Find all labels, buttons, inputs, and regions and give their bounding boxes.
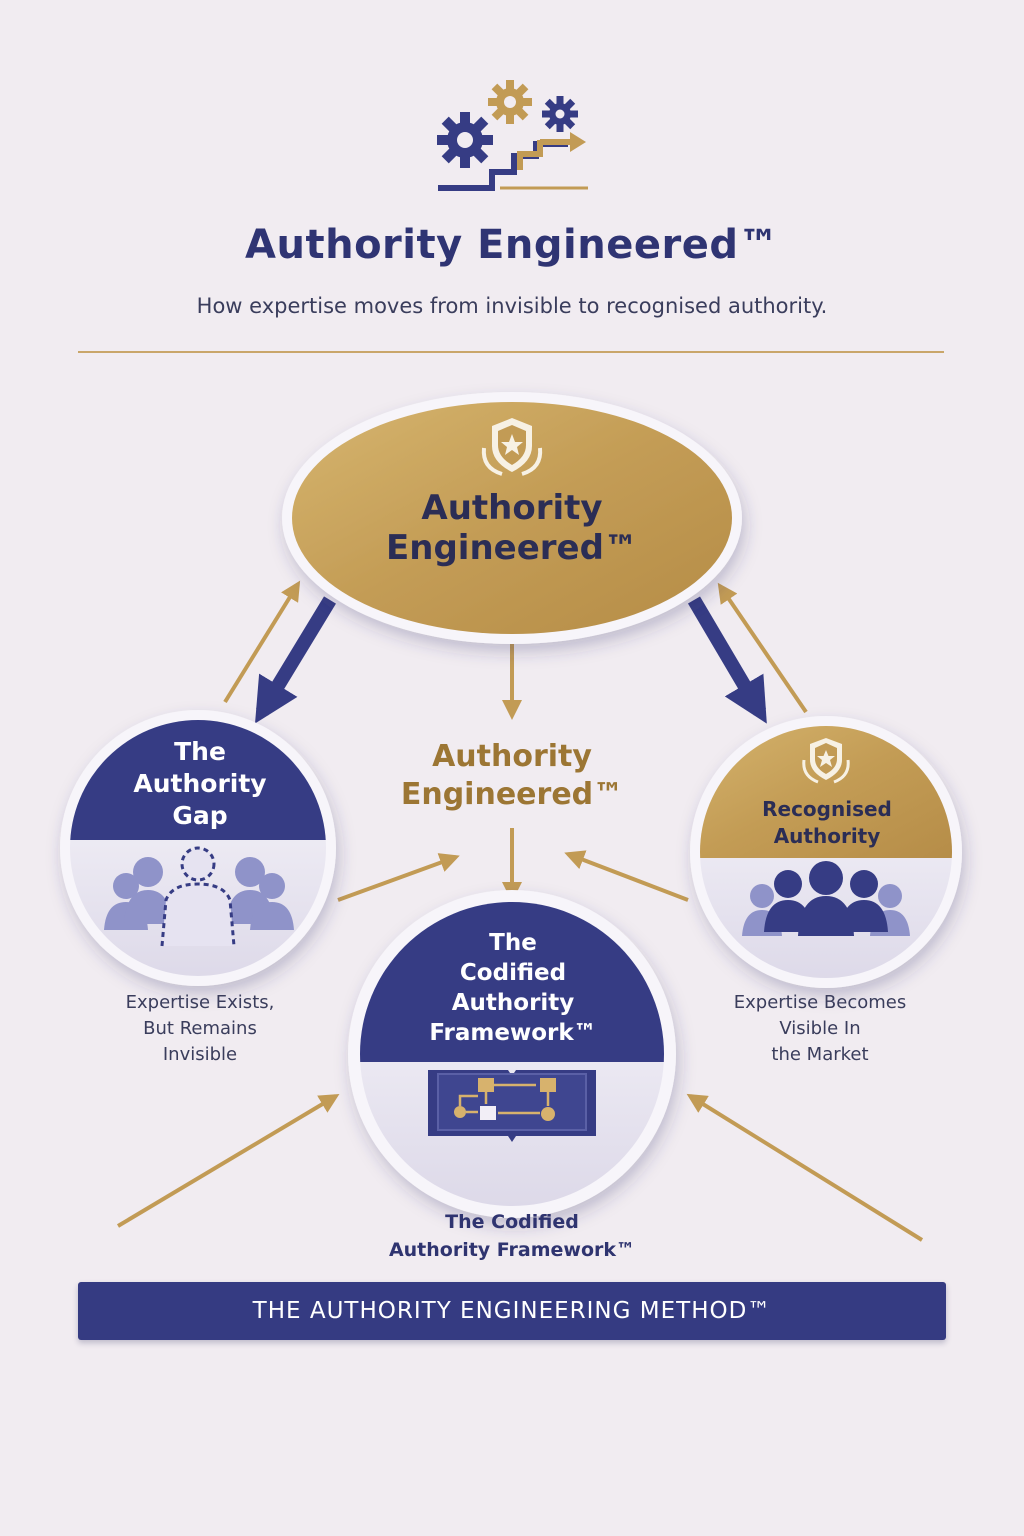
- left-node-title: The Authority Gap: [90, 736, 310, 832]
- bottom-caption-line: Authority Framework™: [388, 1239, 636, 1261]
- method-banner: THE AUTHORITY ENGINEERING METHOD™: [78, 1282, 946, 1340]
- bottom-node-title-line: Authority: [451, 990, 575, 1016]
- flow-arrows: [116, 580, 924, 1242]
- bottom-caption-line: The Codified: [445, 1211, 579, 1233]
- left-caption-line: Invisible: [162, 1044, 238, 1065]
- page-subtitle: How expertise moves from invisible to re…: [196, 294, 828, 318]
- top-node-label-line: Engineered™: [386, 528, 638, 568]
- right-caption-line: Visible In: [779, 1018, 861, 1039]
- shield-star-laurel-icon: [481, 418, 543, 476]
- bottom-node-title-line: Codified: [459, 960, 567, 986]
- right-caption-line: Expertise Becomes: [733, 992, 907, 1013]
- left-caption-line: But Remains: [143, 1018, 257, 1039]
- navy-flow-arrows: [255, 596, 767, 724]
- left-node-title-line: Authority: [133, 769, 267, 798]
- right-node-title-line: Authority: [773, 824, 881, 848]
- bottom-node-title-line: Framework™: [429, 1020, 597, 1046]
- method-banner-label: THE AUTHORITY ENGINEERING METHOD™: [252, 1298, 772, 1324]
- right-node-title: Recognised Authority: [722, 796, 932, 850]
- center-node-label-line: Engineered™: [400, 777, 624, 812]
- left-node-title-line: Gap: [172, 801, 228, 830]
- center-node-label: Authority Engineered™: [362, 738, 662, 814]
- left-node-title-line: The: [174, 737, 226, 766]
- people-group-with-invisible-person-icon: [104, 846, 294, 947]
- bottom-node-title: The Codified Authority Framework™: [380, 928, 646, 1048]
- top-node-label-line: Authority: [421, 488, 603, 528]
- shield-star-laurel-icon-small: [802, 738, 850, 784]
- left-caption-line: Expertise Exists,: [125, 992, 275, 1013]
- gears-and-stairs-arrow-icon: [437, 80, 588, 191]
- framework-book-flowchart-icon: [428, 1070, 596, 1142]
- right-caption-line: the Market: [771, 1044, 869, 1065]
- top-node-label: Authority Engineered™: [362, 488, 662, 568]
- bottom-node-caption: The Codified Authority Framework™: [342, 1208, 682, 1264]
- bottom-node-title-line: The: [489, 930, 537, 956]
- center-node-label-line: Authority: [432, 739, 592, 774]
- page-title: Authority Engineered™: [245, 222, 779, 268]
- right-node-caption: Expertise Becomes Visible In the Market: [690, 990, 950, 1068]
- top-node: [282, 392, 742, 644]
- left-node-caption: Expertise Exists, But Remains Invisible: [70, 990, 330, 1068]
- people-group-icon: [742, 861, 910, 936]
- right-node-title-line: Recognised: [762, 797, 892, 821]
